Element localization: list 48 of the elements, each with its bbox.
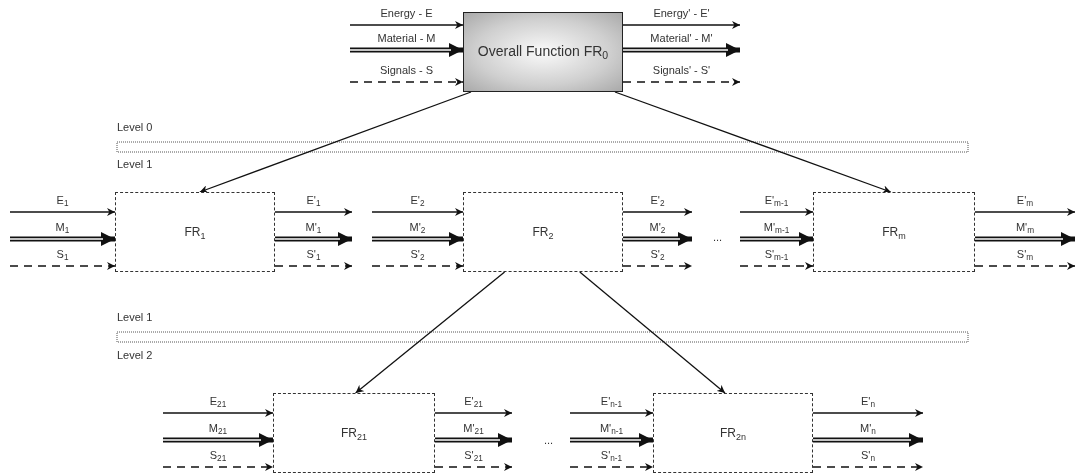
edge-label: S'$_{2}$ [409, 249, 426, 260]
edge-label: E$_{1}$ [55, 195, 70, 206]
edge-label: M$_{21}$ [207, 423, 229, 434]
edge-label: M'$_{2}$ [408, 222, 427, 233]
edge-label: S'$_{1}$ [305, 249, 322, 260]
level-label: Level 1 [117, 312, 153, 323]
edge-label: S'$_{m-1}$ [763, 249, 790, 260]
edge-label: E'$_{1}$ [305, 195, 322, 206]
level-label: Level 0 [117, 122, 153, 133]
edge-label: M'$_{21}$ [462, 423, 485, 434]
edge-label: M'$_{m}$ [1014, 222, 1036, 233]
edge-label: Energy - E [379, 8, 434, 19]
edge-label: E'$_{m-1}$ [763, 195, 790, 206]
function-box: FR$_{1}$ [115, 192, 275, 272]
edge-label: S'$_{2}$ [649, 249, 666, 260]
function-box: FR$_{2}$ [463, 192, 623, 272]
edge-label: Energy' - E' [652, 8, 711, 19]
function-box: FR$_{2n}$ [653, 393, 813, 473]
edge-label: S$_{1}$ [55, 249, 70, 260]
level-label: ... [544, 435, 554, 446]
edge-label: Material - M [376, 33, 437, 44]
function-box: FR$_{m}$ [813, 192, 975, 272]
edge-label: S'$_{n}$ [860, 450, 876, 461]
edge-label: E'$_{m}$ [1015, 195, 1035, 206]
edge-label: S'$_{m}$ [1015, 249, 1035, 260]
function-box: FR$_{21}$ [273, 393, 435, 473]
edge-label: Signals' - S' [651, 65, 712, 76]
level-label: Level 1 [117, 159, 153, 170]
edge-label: S$_{21}$ [208, 450, 228, 461]
level-label: Level 2 [117, 350, 153, 361]
edge-label: M'$_{1}$ [304, 222, 323, 233]
edge-label: M'$_{m-1}$ [762, 222, 791, 233]
edge-label: M'$_{2}$ [648, 222, 667, 233]
edge-label: E'$_{21}$ [463, 396, 484, 407]
edge-label: M'$_{n-1}$ [598, 423, 625, 434]
edge-label: E'$_{2}$ [409, 195, 426, 206]
edge-label: M$_{1}$ [54, 222, 71, 233]
edge-label: M'$_{n}$ [859, 423, 877, 434]
level-label: ... [713, 232, 723, 243]
edge-label: E'$_{2}$ [649, 195, 666, 206]
edge-label: Material' - M' [649, 33, 714, 44]
edge-label: Signals - S [378, 65, 435, 76]
edge-label: E'$_{n}$ [860, 396, 876, 407]
overall-function-box: Overall Function FR$_{0}$ [463, 12, 623, 92]
edge-label: E'$_{n-1}$ [599, 396, 624, 407]
edge-label: S'$_{21}$ [463, 450, 484, 461]
edge-label: S'$_{n-1}$ [599, 450, 624, 461]
edge-label: E$_{21}$ [208, 396, 228, 407]
